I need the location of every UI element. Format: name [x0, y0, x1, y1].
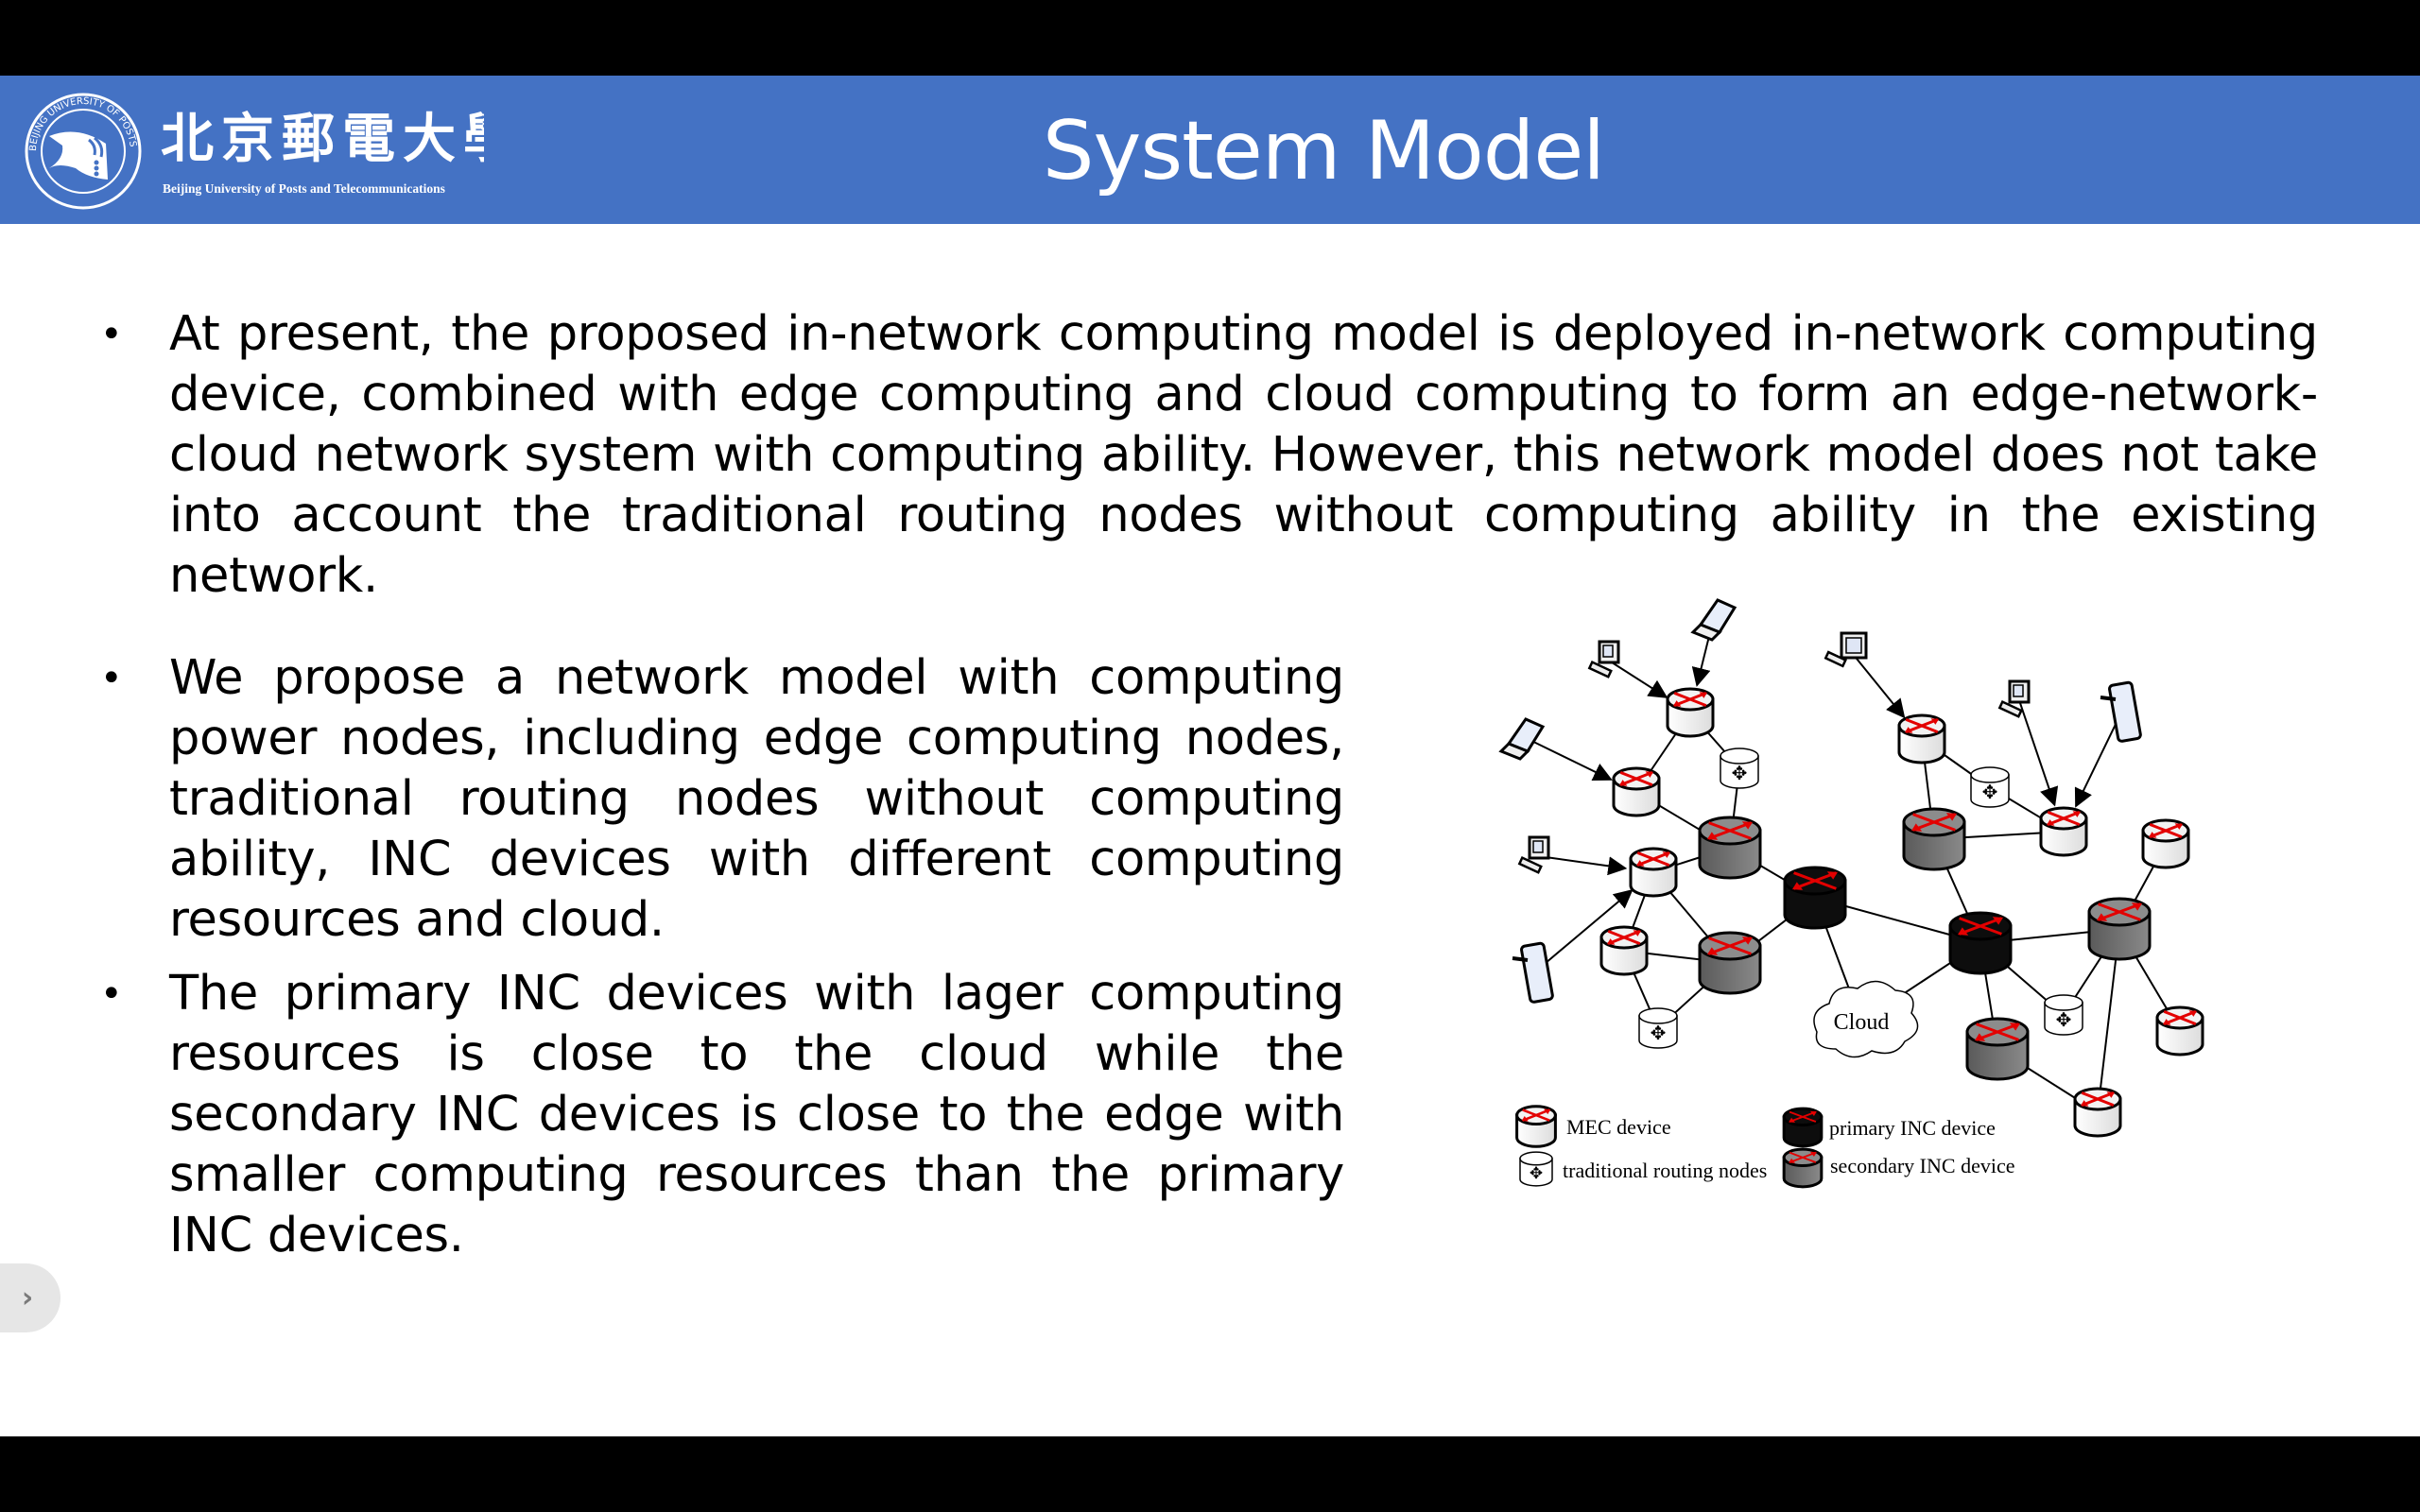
end-devices	[1498, 598, 2142, 1004]
svg-text:secondary INC device: secondary INC device	[1830, 1154, 2014, 1177]
cloud-node: Cloud	[1813, 980, 1919, 1058]
legend-item-secondary: secondary INC device	[1782, 1147, 2014, 1189]
mec-device-node	[1666, 687, 1715, 738]
device-link	[1532, 889, 1634, 974]
bullet-icon: •	[100, 313, 123, 356]
desktop-icon	[1997, 679, 2031, 718]
mec-device-node	[1599, 925, 1649, 976]
device-link	[1852, 653, 1906, 719]
secondary-inc-node	[1965, 1017, 2030, 1081]
mec-device-node	[1612, 766, 1661, 817]
diagram-legend: MEC device primary INC device ✥ traditio…	[1515, 1105, 2014, 1189]
legend-swatch-icon	[1782, 1147, 1824, 1189]
routing-arrows-icon: ✥	[2056, 1008, 2072, 1031]
mec-device-node	[2155, 1005, 2204, 1057]
tablet-icon	[1512, 941, 1554, 1004]
logo-chinese-name: 北京郵電大學	[161, 108, 484, 170]
bullet-text-3: The primary INC devices with lager compu…	[169, 966, 1344, 1263]
device-link	[2018, 699, 2059, 807]
laptop-icon	[1498, 717, 1546, 761]
slide-header: BEIJING UNIVERSITY OF POSTS AND TELECOMM…	[0, 76, 2420, 224]
secondary-inc-node	[1698, 816, 1762, 880]
routing-arrows-icon: ✥	[1651, 1022, 1667, 1044]
traditional-router-node: ✥	[1638, 1007, 1678, 1049]
laptop-icon	[1690, 598, 1737, 642]
mec-device-node	[2141, 818, 2190, 869]
legend-swatch-icon	[1515, 1105, 1557, 1148]
network-diagram: Cloud ✥ ✥ ✥ ✥ MEC device primary INC device…	[1498, 598, 2204, 1189]
bullet-text-2: We propose a network model with computin…	[169, 650, 1344, 948]
university-logo: BEIJING UNIVERSITY OF POSTS AND TELECOMM…	[21, 87, 484, 210]
routing-arrows-icon: ✥	[1732, 762, 1748, 784]
cloud-label: Cloud	[1834, 1010, 1890, 1035]
traditional-router-node: ✥	[2044, 994, 2083, 1036]
legend-swatch-icon	[1782, 1107, 1824, 1148]
primary-inc-node	[1948, 911, 2013, 975]
legend-item-mec: MEC device	[1515, 1105, 1671, 1148]
tablet-icon	[2100, 680, 2142, 743]
expand-panel-button[interactable]: ›	[0, 1263, 60, 1332]
slide-title: System Model	[1042, 104, 1605, 198]
svg-text:primary INC device: primary INC device	[1829, 1116, 1996, 1140]
desktop-icon	[1517, 835, 1550, 874]
chevron-right-icon: ›	[21, 1281, 34, 1314]
primary-inc-node	[1783, 866, 1847, 930]
secondary-inc-node	[1698, 931, 1762, 995]
device-link	[1608, 660, 1668, 698]
legend-swatch-icon: ✥	[1519, 1151, 1553, 1187]
legend-item-primary: primary INC device	[1782, 1107, 1996, 1148]
device-link	[1521, 735, 1613, 781]
mec-device-node	[1897, 713, 1946, 765]
device-link	[1538, 855, 1628, 876]
mec-device-node	[1629, 847, 1678, 898]
routing-arrows-icon: ✥	[1530, 1164, 1543, 1183]
monitor-icon	[1824, 631, 1868, 668]
mec-device-node	[2039, 806, 2088, 857]
svg-text:traditional routing nodes: traditional routing nodes	[1563, 1159, 1767, 1182]
slide: BEIJING UNIVERSITY OF POSTS AND TELECOMM…	[0, 76, 2420, 1436]
bullet-text-1: At present, the proposed in-network comp…	[169, 306, 2318, 604]
bullet-icon: •	[100, 972, 123, 1016]
traditional-router-node: ✥	[1970, 766, 2010, 808]
logo-english-name: Beijing University of Posts and Telecomm…	[163, 181, 445, 196]
routing-arrows-icon: ✥	[1982, 781, 1998, 803]
device-link	[2074, 712, 2122, 808]
secondary-inc-node	[1902, 807, 1966, 871]
network-nodes: ✥ ✥ ✥ ✥	[1599, 687, 2204, 1138]
desktop-icon	[1587, 640, 1620, 679]
bullet-icon: •	[100, 657, 123, 700]
legend-item-traditional: ✥ traditional routing nodes	[1519, 1151, 1767, 1187]
traditional-router-node: ✥	[1720, 747, 1759, 789]
mec-device-node	[2073, 1087, 2122, 1138]
svg-text:MEC device: MEC device	[1566, 1115, 1671, 1139]
secondary-inc-node	[2087, 897, 2152, 961]
